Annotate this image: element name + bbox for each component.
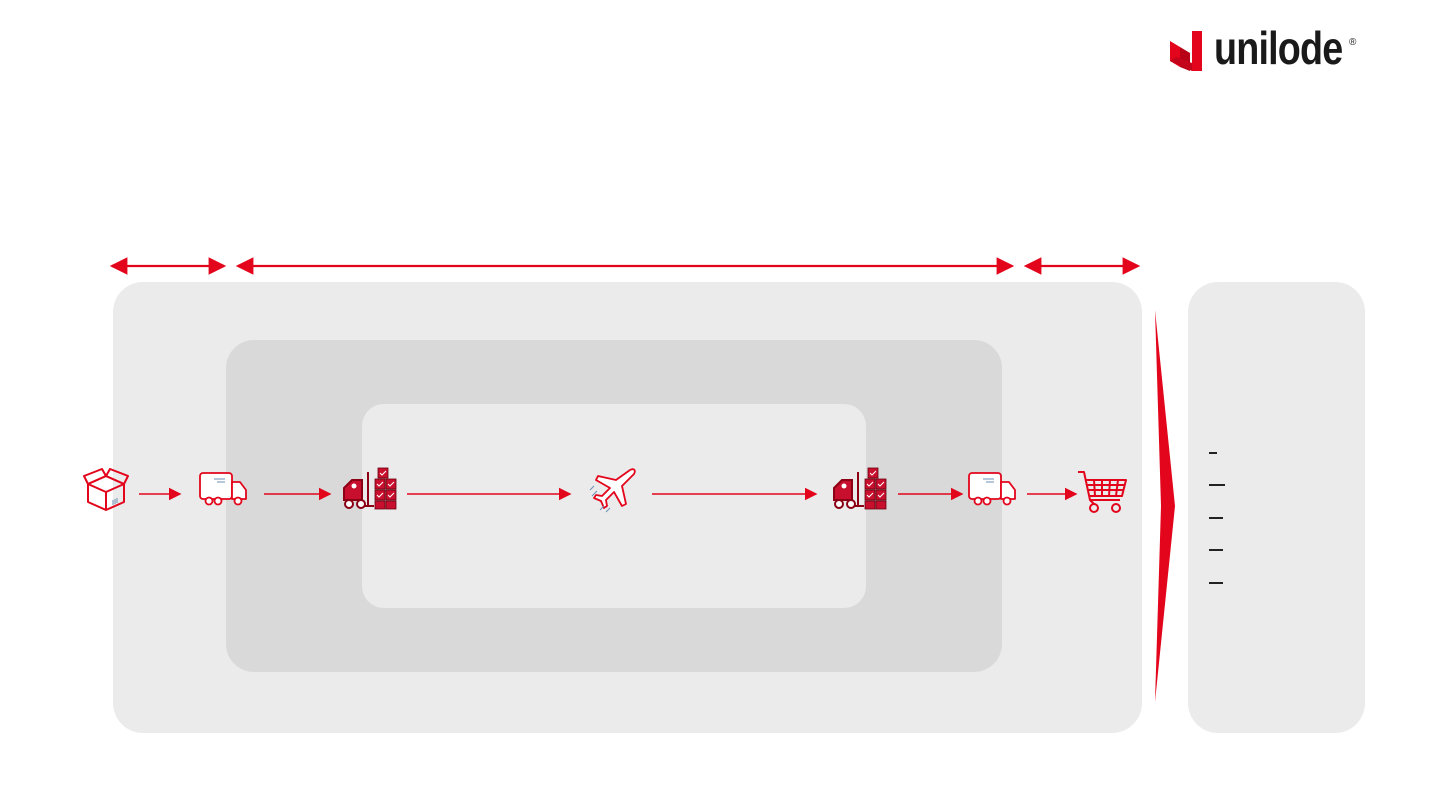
registered-mark: ® xyxy=(1349,37,1357,48)
forklift-warehouse-icon xyxy=(343,467,397,510)
forklift-warehouse-icon xyxy=(833,467,887,510)
airplane-icon xyxy=(589,468,636,513)
package-box-icon xyxy=(83,468,129,511)
brand-name: unilode xyxy=(1214,22,1343,74)
chevron-arrow-icon xyxy=(1155,310,1175,702)
list-dash xyxy=(1209,484,1225,486)
unilode-logo-icon xyxy=(1170,31,1202,71)
list-dash xyxy=(1209,452,1217,454)
list-dash xyxy=(1209,582,1223,584)
span-arrows xyxy=(109,257,1141,275)
delivery-truck-icon xyxy=(199,472,247,506)
delivery-truck-icon xyxy=(968,472,1016,506)
summary-panel xyxy=(1188,282,1365,733)
shopping-cart-icon xyxy=(1078,471,1127,513)
flow-arrows xyxy=(139,487,1078,501)
list-dash xyxy=(1209,517,1223,519)
list-dash xyxy=(1209,549,1223,551)
air-freight-panel xyxy=(362,404,866,608)
